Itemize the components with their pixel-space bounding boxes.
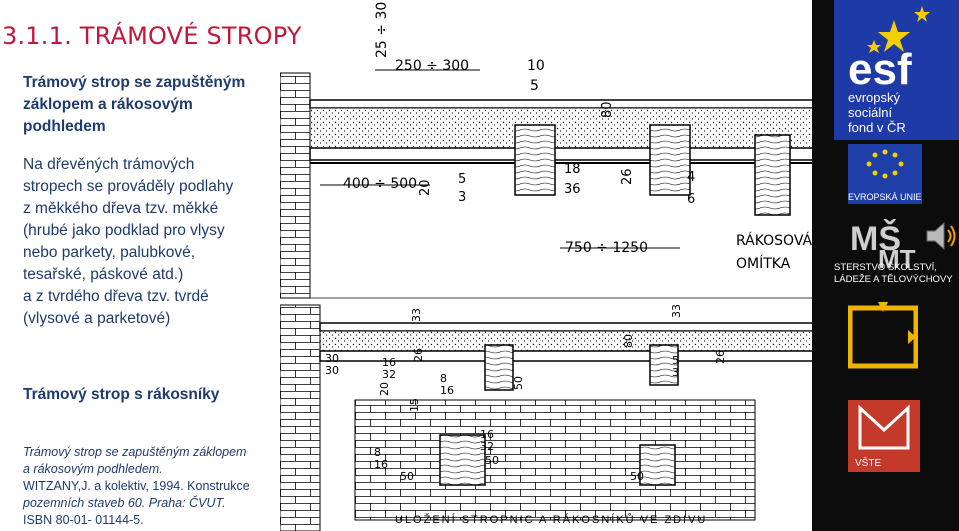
dim-label: 16	[382, 356, 396, 369]
msmt-logo-icon: MŠ MT	[850, 219, 916, 270]
dim-label: 10	[527, 58, 545, 74]
caption-line: WITZANY,J. a kolektiv, 1994. Konstrukce	[23, 479, 250, 493]
dim-label: 6	[687, 192, 696, 207]
dim-label: 50	[400, 470, 414, 483]
fill-layer-lower	[319, 330, 831, 352]
dim-label: 20	[418, 179, 433, 196]
label-rakosova: RÁKOSOVÁ	[736, 233, 813, 249]
caption-line: Trámový strop se zapuštěným záklopem	[23, 445, 247, 459]
svg-text:esf: esf	[848, 45, 912, 94]
beam	[514, 124, 556, 196]
paragraph-line: z měkkého dřeva tzv. měkké	[23, 200, 219, 217]
dim-label: 50	[485, 454, 499, 467]
paragraph-line: Na dřevěných trámových	[23, 156, 195, 173]
dim-label: 5	[458, 172, 467, 187]
esf-text: evropský sociální fond v ČR	[848, 90, 906, 135]
dim-label: 20	[378, 382, 391, 396]
wall-bottom-detail	[354, 399, 756, 521]
esf-star-icon: esf	[848, 6, 930, 94]
ministry-line: LÁDEŽE A TĚLOVÝCHOVY	[834, 274, 953, 285]
dim-label: 250 ÷ 300	[395, 58, 470, 74]
paragraph-line: (vlysové a parketové)	[23, 310, 171, 327]
dim-label: 26	[412, 348, 425, 362]
ceiling-section-drawing	[280, 69, 840, 531]
svg-text:MT: MT	[878, 244, 916, 270]
dim-label: 5	[672, 354, 679, 367]
esf-line: fond v ČR	[848, 120, 906, 135]
dim-label: 30	[325, 364, 339, 377]
dim-label: 50	[512, 376, 525, 390]
dim-label: 25 ÷ 30	[374, 1, 390, 58]
paragraph-line: (hrubé jako podklad pro vlysy	[23, 222, 225, 239]
dim-label: 80	[622, 334, 635, 348]
dim-label: 4	[687, 170, 696, 185]
dim-label: 33	[670, 304, 683, 318]
dim-label: 3	[458, 190, 467, 205]
dim-label: 80	[600, 101, 615, 118]
dim-label: 400 ÷ 500	[343, 176, 418, 192]
dim-label: 18	[564, 162, 581, 177]
esf-logo: esf	[834, 0, 959, 140]
ceiling-board-upper	[309, 147, 831, 161]
paragraph-line: stropech se prováděly podlahy	[23, 178, 234, 195]
ministry-text: STERSTVO ŠKOLSTVÍ, LÁDEŽE A TĚLOVÝCHOVY	[834, 262, 959, 286]
heading-line: Trámový strop se zapuštěným	[23, 74, 246, 91]
eu-flag-icon	[848, 144, 922, 204]
heading-line: podhledem	[23, 118, 106, 135]
drawing-bottom-caption: ULOŽENÍ STROPNIC A RÁKOSNÍKŮ VE ZDIVU	[395, 514, 708, 526]
ministry-line: STERSTVO ŠKOLSTVÍ,	[834, 262, 937, 273]
paragraph-line: tesařské, páskové atd.)	[23, 266, 184, 283]
dim-label: 8	[374, 446, 381, 459]
esf-line: sociální	[848, 105, 893, 120]
beam-pocket	[439, 434, 486, 486]
slide-title: 3.1.1. TRÁMOVÉ STROPY	[2, 22, 302, 50]
vste-label: VŠTE	[855, 458, 882, 469]
floor-board-upper	[309, 99, 831, 109]
dim-label: 32	[382, 368, 396, 381]
dim-label: 5	[530, 78, 539, 94]
paragraph-line: nebo parkety, palubkové,	[23, 244, 196, 261]
section-heading-zaklop: Trámový strop se zapuštěným záklopem a r…	[23, 72, 245, 138]
dim-label: 16	[480, 428, 494, 441]
dim-label: 33	[410, 308, 423, 322]
beam	[649, 344, 679, 386]
eu-label: EVROPSKÁ UNIE	[848, 192, 922, 202]
dim-label: 15	[408, 398, 421, 412]
section-heading-rakosniky: Trámový strop s rákosníky	[23, 386, 220, 403]
dim-label: 16	[440, 384, 454, 397]
ceiling-board-lower	[319, 350, 831, 362]
dim-label: 26	[714, 350, 727, 364]
wall-lower-left	[280, 304, 321, 531]
esf-line: evropský	[848, 90, 901, 105]
speaker-icon[interactable]	[925, 220, 959, 252]
caption-line: pozemních staveb 60. Praha: ČVUT.	[23, 496, 226, 510]
dim-label: 36	[564, 182, 581, 197]
paragraph-line: a z tvrdého dřeva tzv. tvrdé	[23, 288, 209, 305]
op-logo-icon	[848, 302, 918, 369]
caption-line: a rákosovým podhledem.	[23, 462, 163, 476]
dim-label: 3	[672, 366, 679, 379]
fill-layer-upper	[309, 107, 831, 149]
label-omitka: OMÍTKA	[736, 256, 791, 272]
beam	[649, 124, 691, 196]
figure-caption: Trámový strop se zapuštěným záklopem a r…	[23, 444, 323, 529]
vste-logo-icon	[848, 400, 920, 472]
beam-pocket	[639, 444, 676, 486]
dim-label: 8	[440, 372, 447, 385]
floor-board-lower	[319, 322, 831, 332]
dim-label: 30	[325, 352, 339, 365]
dim-label: 50	[630, 470, 644, 483]
caption-line: ISBN 80-01- 01144-5.	[23, 513, 144, 527]
beam	[484, 344, 514, 391]
dim-label: 32	[480, 440, 494, 453]
wall-upper-left	[280, 72, 311, 299]
dim-label: 26	[620, 168, 635, 185]
beam	[754, 134, 791, 216]
paragraph-floors: Na dřevěných trámových stropech se prová…	[23, 154, 233, 330]
dim-label: 16	[374, 458, 388, 471]
dim-label: 750 ÷ 1250	[565, 240, 648, 256]
svg-text:MŠ: MŠ	[850, 219, 901, 258]
heading-line: záklopem a rákosovým	[23, 96, 193, 113]
